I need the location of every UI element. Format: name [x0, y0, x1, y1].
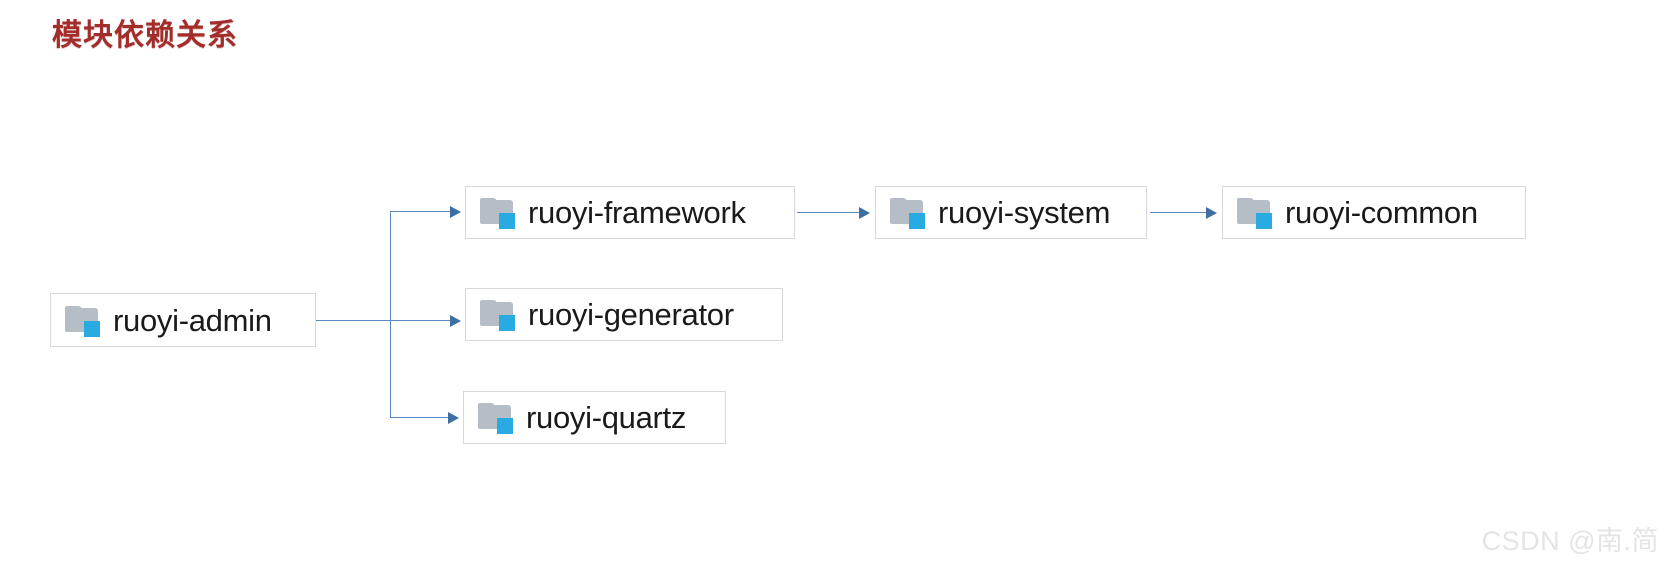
- connector-framework-to-system: [797, 212, 861, 213]
- node-label: ruoyi-generator: [528, 297, 734, 332]
- node-label: ruoyi-admin: [113, 302, 272, 338]
- folder-icon: [65, 304, 103, 337]
- node-ruoyi-common[interactable]: ruoyi-common: [1222, 186, 1526, 239]
- node-ruoyi-admin[interactable]: ruoyi-admin: [50, 293, 316, 347]
- node-ruoyi-framework[interactable]: ruoyi-framework: [465, 186, 795, 239]
- arrow-head-framework: [450, 206, 461, 218]
- connector-to-generator: [390, 320, 452, 321]
- connector-to-quartz: [390, 417, 450, 418]
- folder-icon: [478, 401, 516, 434]
- arrow-head-quartz: [448, 412, 459, 424]
- node-label: ruoyi-common: [1285, 195, 1478, 230]
- connector-branch-trunk: [390, 211, 391, 418]
- node-ruoyi-quartz[interactable]: ruoyi-quartz: [463, 391, 726, 444]
- folder-icon: [1237, 196, 1275, 229]
- connector-system-to-common: [1150, 212, 1208, 213]
- connector-admin-stem: [316, 320, 391, 321]
- arrow-head-common: [1206, 207, 1217, 219]
- arrow-head-generator: [450, 315, 461, 327]
- page-title: 模块依赖关系: [52, 19, 238, 52]
- node-label: ruoyi-system: [938, 195, 1111, 230]
- watermark: CSDN @南.简: [1481, 526, 1659, 556]
- folder-icon: [890, 196, 928, 229]
- node-ruoyi-generator[interactable]: ruoyi-generator: [465, 288, 783, 341]
- node-ruoyi-system[interactable]: ruoyi-system: [875, 186, 1147, 239]
- node-label: ruoyi-quartz: [526, 400, 687, 435]
- folder-icon: [480, 298, 518, 331]
- arrow-head-system: [859, 207, 870, 219]
- folder-icon: [480, 196, 518, 229]
- connector-to-framework: [390, 211, 452, 212]
- node-label: ruoyi-framework: [528, 195, 746, 230]
